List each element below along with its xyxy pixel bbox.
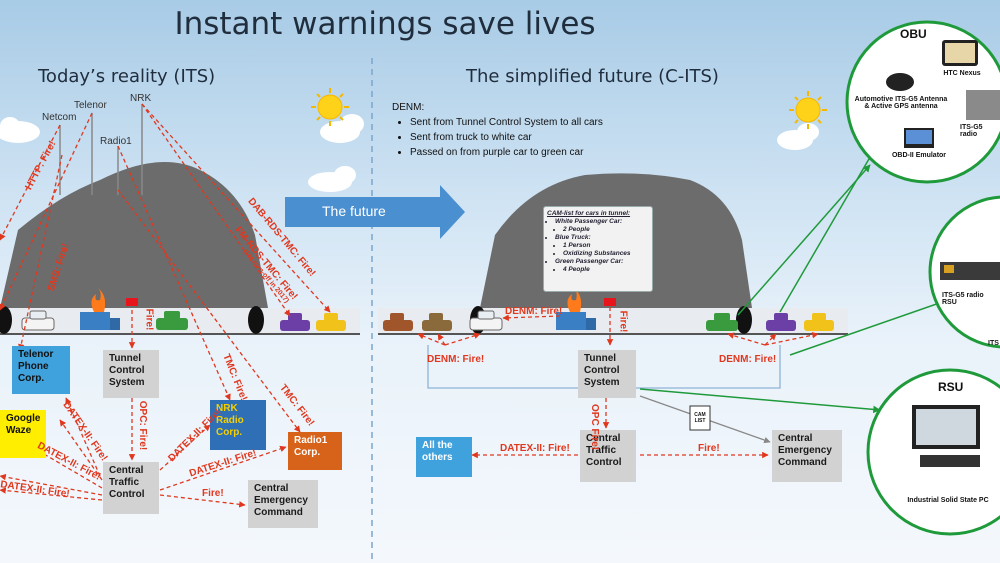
- denm-item: Passed on from purple car to green car: [410, 145, 603, 160]
- cam-truck-detail-2: Oxidizing Substances: [563, 250, 649, 258]
- radio1-corp-box: Radio1 Corp.: [288, 432, 342, 470]
- central-emergency-command-box-right: Central Emergency Command: [772, 430, 842, 482]
- left-section-title: Today’s reality (ITS): [38, 66, 216, 87]
- msg-fire-emergency: Fire!: [202, 488, 224, 499]
- cam-white-car: White Passenger Car:: [555, 218, 649, 226]
- cam-green-car: Green Passenger Car:: [555, 258, 649, 266]
- denm-heading: DENM:: [392, 102, 425, 113]
- msg-denm-left: DENM: Fire!: [427, 354, 485, 365]
- sun-left-icon: [311, 88, 349, 126]
- msg-opc-right: OPC Fire!: [589, 404, 600, 451]
- msg-fire-emergency-right: Fire!: [698, 443, 720, 454]
- msg-opc: OPC: Fire!: [137, 400, 149, 451]
- cam-white-detail: 2 People: [563, 226, 649, 234]
- white-car-left: [21, 310, 55, 331]
- telenor-phone-corp-box: Telenor Phone Corp.: [12, 346, 70, 394]
- central-traffic-control-box-left: Central Traffic Control: [103, 462, 159, 514]
- purple-car-right: [766, 313, 796, 331]
- central-emergency-command-box-left: Central Emergency Command: [248, 480, 318, 528]
- rsu-circle: [866, 368, 1000, 536]
- google-waze-box: Google Waze: [0, 410, 46, 458]
- green-car-left: [156, 311, 188, 330]
- msg-datex-right: DATEX-II: Fire!: [500, 443, 570, 454]
- obu-htc: HTC Nexus: [943, 70, 981, 77]
- msg-denm-tunnel: DENM: Fire!: [505, 306, 563, 317]
- rsu-mid-its: ITS: [988, 340, 999, 347]
- tunnel-control-box-left: Tunnel Control System: [103, 350, 159, 398]
- fire-right-icon: [567, 288, 582, 312]
- future-arrow-label: The future: [322, 203, 386, 219]
- truck-right: [556, 312, 596, 330]
- obu-antenna: Automotive ITS-G5 Antenna & Active GPS a…: [854, 96, 948, 110]
- purple-car-left: [280, 313, 310, 331]
- obu-obd: OBD-II Emulator: [891, 152, 947, 159]
- denm-notes: DENM: Sent from Tunnel Control System to…: [392, 100, 603, 160]
- sensor-right: [604, 298, 616, 306]
- right-section-title: The simplified future (C-ITS): [466, 66, 719, 87]
- tower-telenor: Telenor: [74, 100, 107, 111]
- msg-denm-right: DENM: Fire!: [719, 354, 777, 365]
- cam-truck: Blue Truck:: [555, 234, 649, 242]
- tower-netcom: Netcom: [42, 112, 77, 123]
- nrk-radio-corp-box: NRK Radio Corp.: [210, 400, 266, 450]
- all-the-others-box: All the others: [416, 437, 472, 477]
- cam-list-doc-icon: [689, 405, 711, 431]
- towers: [59, 104, 143, 195]
- left-arrows: [0, 103, 331, 508]
- cam-truck-detail-1: 1 Person: [563, 242, 649, 250]
- page-title: Instant warnings save lives: [174, 6, 596, 42]
- cam-green-detail: 4 People: [563, 266, 649, 274]
- msg-fire-tunnel: Fire!: [143, 308, 155, 331]
- brown-car-1: [383, 313, 413, 331]
- white-car-right: [469, 310, 503, 331]
- denm-item: Sent from Tunnel Control System to all c…: [410, 115, 603, 130]
- sensor-left: [126, 298, 138, 306]
- yellow-car-right: [804, 313, 834, 331]
- clouds: [0, 114, 819, 192]
- denm-item: Sent from truck to white car: [410, 130, 603, 145]
- yellow-car-left: [316, 313, 346, 331]
- tunnel-control-box-right: Tunnel Control System: [578, 350, 636, 398]
- cam-doc-label: CAM LIST: [694, 412, 706, 424]
- cam-heading: CAM-list for cars in tunnel:: [547, 210, 631, 217]
- brown-car-2: [422, 313, 452, 331]
- cam-list-panel: CAM-list for cars in tunnel: White Passe…: [543, 206, 653, 292]
- rsu-title: RSU: [938, 380, 964, 394]
- rsu-devices: [912, 262, 1000, 467]
- central-traffic-control-box-right: Central Traffic Control: [580, 430, 636, 482]
- mountain-left: [0, 162, 268, 308]
- tower-nrk: NRK: [130, 93, 152, 104]
- truck-left: [80, 312, 120, 330]
- obu-radio: ITS-G5 radio: [960, 124, 983, 138]
- green-links: [639, 139, 949, 414]
- obu-title: OBU: [900, 27, 927, 41]
- tower-radio1: Radio1: [100, 136, 132, 147]
- fire-left-icon: [91, 288, 106, 312]
- rsu-mid-radio: ITS-G5 radio RSU: [942, 292, 984, 306]
- sun-right-icon: [789, 91, 827, 129]
- msg-fire-down: Fire!: [617, 310, 629, 333]
- obu-devices: [886, 40, 1000, 148]
- future-arrow: [285, 185, 465, 239]
- rsu-pc: Industrial Solid State PC: [907, 497, 989, 504]
- green-car-right: [706, 313, 738, 331]
